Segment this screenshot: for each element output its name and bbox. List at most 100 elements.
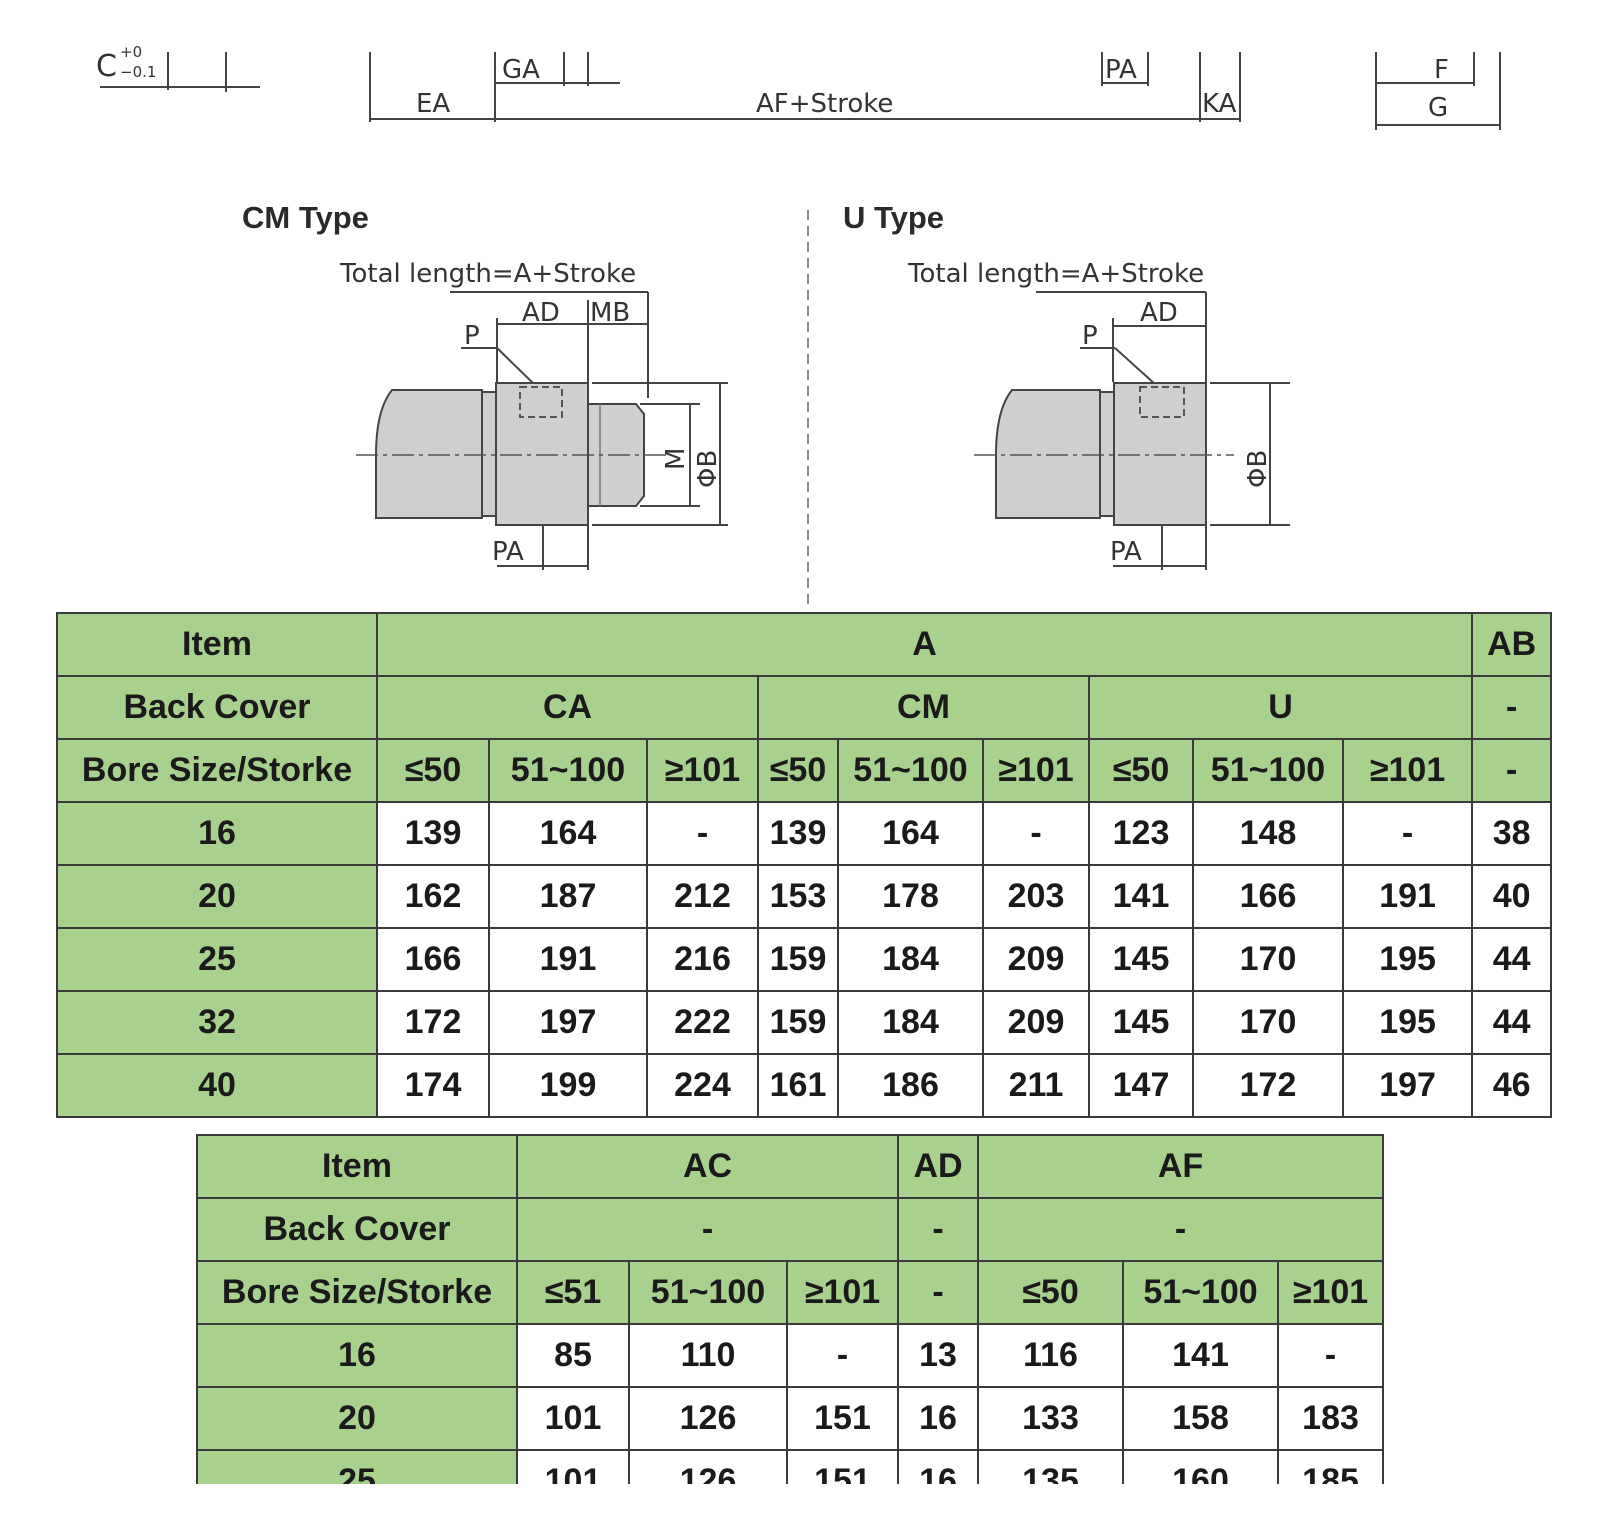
- value-cell: 195: [1341, 990, 1474, 1055]
- ga-label: GA: [502, 55, 540, 85]
- bore-size-cell: 32: [56, 990, 378, 1055]
- table2-back-cover-row: Back Cover - - -: [196, 1197, 1385, 1262]
- stroke-header: -: [1471, 738, 1553, 803]
- column-group-ab: AB: [1471, 612, 1553, 677]
- value-cell: 145: [1088, 927, 1194, 992]
- stroke-header: -: [897, 1260, 980, 1325]
- item-header: Item: [56, 612, 378, 677]
- value-cell: 38: [1471, 801, 1553, 866]
- value-cell: 184: [837, 927, 984, 992]
- value-cell: 126: [628, 1449, 788, 1484]
- value-cell: 197: [488, 990, 648, 1055]
- table2-viewport: Item AC AD AF Back Cover - - - Bore Size…: [196, 1134, 1386, 1484]
- cm-ad-label: AD: [522, 298, 560, 328]
- cm-pa-label: PA: [492, 537, 524, 567]
- value-cell: 199: [488, 1053, 648, 1118]
- value-cell: 170: [1192, 990, 1344, 1055]
- value-cell: 40: [1471, 864, 1553, 929]
- back-cover-ac: -: [515, 1197, 900, 1262]
- table-row: 25 166 191 216 159 184 209 145 170 195 4…: [56, 927, 1553, 992]
- value-cell: 44: [1471, 927, 1553, 992]
- value-cell: 191: [1341, 864, 1474, 929]
- value-cell: 211: [982, 1053, 1090, 1118]
- value-cell: 159: [757, 990, 839, 1055]
- value-cell: 139: [757, 801, 839, 866]
- stroke-header: ≤50: [757, 738, 839, 803]
- value-cell: 166: [376, 927, 490, 992]
- value-cell: 174: [376, 1053, 490, 1118]
- table-row: 20 162 187 212 153 178 203 141 166 191 4…: [56, 864, 1553, 929]
- cm-u-drawings: Total length=A+Stroke AD MB P: [339, 210, 1290, 606]
- u-pa-label: PA: [1110, 537, 1142, 567]
- stroke-header: 51~100: [488, 738, 648, 803]
- back-cover-ad: -: [897, 1197, 980, 1262]
- stroke-header: ≤51: [516, 1260, 630, 1325]
- stroke-header: 51~100: [1192, 738, 1344, 803]
- stroke-header: ≥101: [1341, 738, 1474, 803]
- value-cell: 101: [516, 1449, 630, 1484]
- value-cell: 191: [488, 927, 648, 992]
- u-phib-label: ΦB: [1243, 450, 1273, 488]
- value-cell: 147: [1088, 1053, 1194, 1118]
- table-row: 32 172 197 222 159 184 209 145 170 195 4…: [56, 990, 1553, 1055]
- bore-size-cell: 40: [56, 1053, 378, 1118]
- pa-label: PA: [1105, 55, 1137, 85]
- value-cell: 158: [1122, 1386, 1280, 1451]
- u-ad-label: AD: [1140, 298, 1178, 328]
- value-cell: -: [646, 801, 759, 866]
- top-dimension-drawing: C +0 −0.1 EA GA AF+Stroke PA KA F G: [96, 43, 1501, 130]
- back-cover-ab: -: [1471, 675, 1553, 740]
- ea-label: EA: [416, 89, 450, 119]
- table-row: 25 101 126 151 16 135 160 185: [196, 1449, 1385, 1484]
- value-cell: 185: [1277, 1449, 1385, 1484]
- value-cell: 153: [757, 864, 839, 929]
- item-header: Item: [196, 1134, 518, 1199]
- value-cell: 110: [628, 1323, 788, 1388]
- value-cell: 187: [488, 864, 648, 929]
- bore-size-cell: 25: [196, 1449, 518, 1484]
- c-tolerance-lower: −0.1: [120, 63, 156, 81]
- back-cover-header: Back Cover: [196, 1197, 518, 1262]
- value-cell: 85: [516, 1323, 630, 1388]
- stroke-header: ≥101: [646, 738, 759, 803]
- table-row: 16 139 164 - 139 164 - 123 148 - 38: [56, 801, 1553, 866]
- value-cell: 151: [785, 1449, 900, 1484]
- value-cell: 151: [785, 1386, 900, 1451]
- bore-size-cell: 16: [56, 801, 378, 866]
- u-total-length: Total length=A+Stroke: [907, 259, 1204, 289]
- value-cell: -: [982, 801, 1090, 866]
- cm-type-title: CM Type: [242, 200, 369, 235]
- value-cell: 195: [1341, 927, 1474, 992]
- value-cell: 139: [376, 801, 490, 866]
- stroke-header: ≤50: [376, 738, 490, 803]
- u-p-label: P: [1082, 321, 1098, 351]
- value-cell: 164: [837, 801, 984, 866]
- cm-mb-label: MB: [590, 298, 630, 328]
- value-cell: 224: [646, 1053, 759, 1118]
- value-cell: 160: [1122, 1449, 1280, 1484]
- stroke-header: ≥101: [982, 738, 1090, 803]
- value-cell: 101: [516, 1386, 630, 1451]
- value-cell: 183: [1277, 1386, 1385, 1451]
- c-tolerance-label: C: [96, 49, 117, 84]
- table1-item-row: Item A AB: [56, 612, 1553, 677]
- value-cell: 222: [646, 990, 759, 1055]
- value-cell: 13: [897, 1323, 980, 1388]
- value-cell: 172: [376, 990, 490, 1055]
- value-cell: 123: [1088, 801, 1194, 866]
- back-cover-cm: CM: [757, 675, 1090, 740]
- value-cell: -: [785, 1323, 900, 1388]
- cm-type-drawing: Total length=A+Stroke AD MB P: [339, 259, 728, 570]
- value-cell: 162: [376, 864, 490, 929]
- f-label: F: [1434, 55, 1449, 85]
- value-cell: 16: [897, 1386, 980, 1451]
- value-cell: 148: [1192, 801, 1344, 866]
- stroke-header: ≥101: [785, 1260, 900, 1325]
- value-cell: 145: [1088, 990, 1194, 1055]
- value-cell: 184: [837, 990, 984, 1055]
- stroke-header: ≤50: [1088, 738, 1194, 803]
- value-cell: 141: [1088, 864, 1194, 929]
- value-cell: 46: [1471, 1053, 1553, 1118]
- value-cell: 209: [982, 990, 1090, 1055]
- table2-stroke-row: Bore Size/Storke ≤51 51~100 ≥101 - ≤50 5…: [196, 1260, 1385, 1325]
